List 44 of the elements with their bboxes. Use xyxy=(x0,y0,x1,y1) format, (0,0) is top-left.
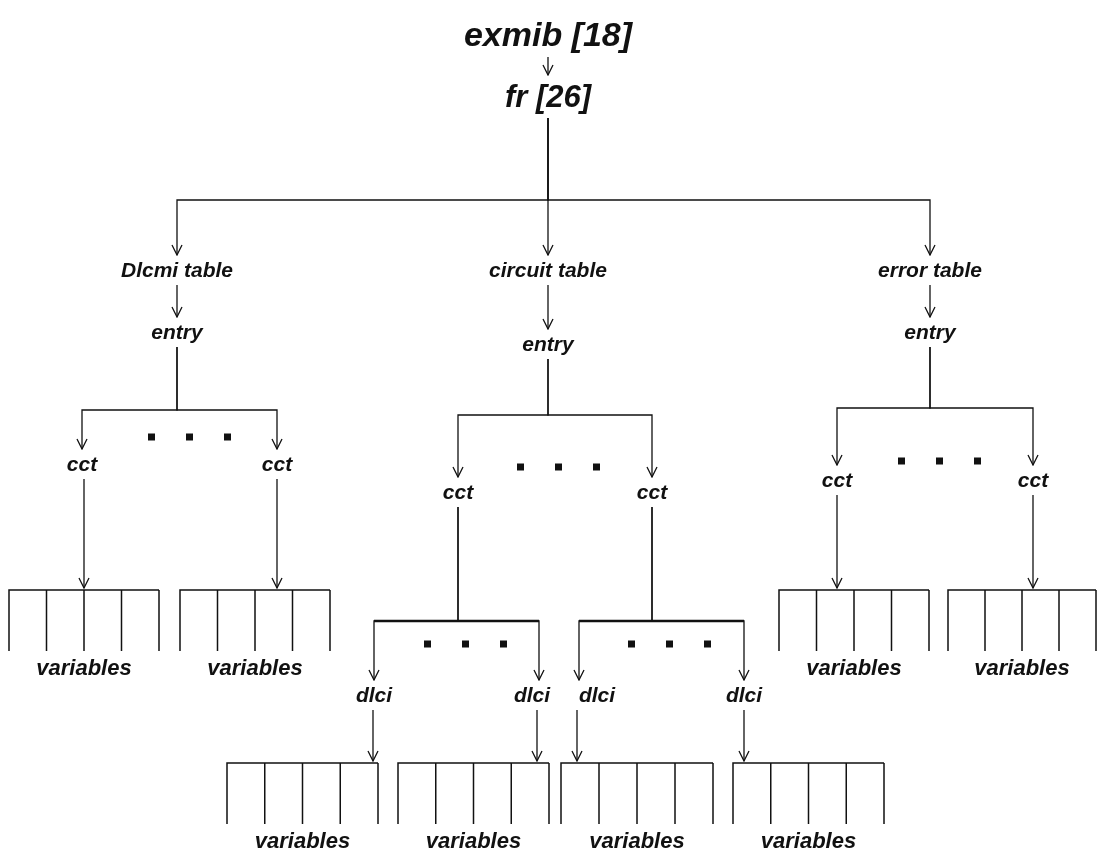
table-label: variables xyxy=(589,829,685,853)
arrow xyxy=(571,709,583,762)
arrow xyxy=(176,346,283,450)
title-label: exmib [18] xyxy=(463,14,633,54)
arrow xyxy=(651,506,750,681)
node-label: cct xyxy=(261,452,293,476)
arrow xyxy=(271,478,283,589)
arrow xyxy=(542,56,554,76)
node-label: cct xyxy=(1017,468,1049,492)
node-label: cct xyxy=(442,480,474,504)
node-label: dlci xyxy=(355,683,393,707)
arrow xyxy=(929,346,1039,466)
table-label: variables xyxy=(974,656,1070,680)
node-label: fr [26] xyxy=(504,78,592,115)
arrow xyxy=(831,494,843,589)
table-label: variables xyxy=(36,656,132,680)
node-label: dlci xyxy=(513,683,551,707)
arrow xyxy=(542,284,554,330)
node-label: cct xyxy=(636,480,668,504)
node-label: dlci xyxy=(578,683,616,707)
arrow xyxy=(924,284,936,318)
node-label: circuit table xyxy=(489,258,607,282)
arrow xyxy=(367,709,379,762)
table-label: variables xyxy=(806,656,902,680)
arrow xyxy=(1027,494,1039,589)
arrow xyxy=(457,506,545,681)
node-label: cct xyxy=(821,468,853,492)
node-label: entry xyxy=(151,320,203,344)
node-label: cct xyxy=(66,452,98,476)
arrow xyxy=(171,284,183,318)
table-label: variables xyxy=(425,829,522,853)
node-label: error table xyxy=(878,258,982,282)
node-label: entry xyxy=(522,332,574,356)
arrow xyxy=(78,478,90,589)
arrow xyxy=(547,117,936,256)
table-label: variables xyxy=(254,829,351,853)
table-label: variables xyxy=(760,829,857,853)
arrow xyxy=(738,709,750,762)
node-label: entry xyxy=(904,320,956,344)
node-label: dlci xyxy=(725,683,763,707)
node-label: Dlcmi table xyxy=(121,258,233,282)
arrow xyxy=(547,358,658,478)
table-label: variables xyxy=(207,656,303,680)
arrow xyxy=(531,709,543,762)
